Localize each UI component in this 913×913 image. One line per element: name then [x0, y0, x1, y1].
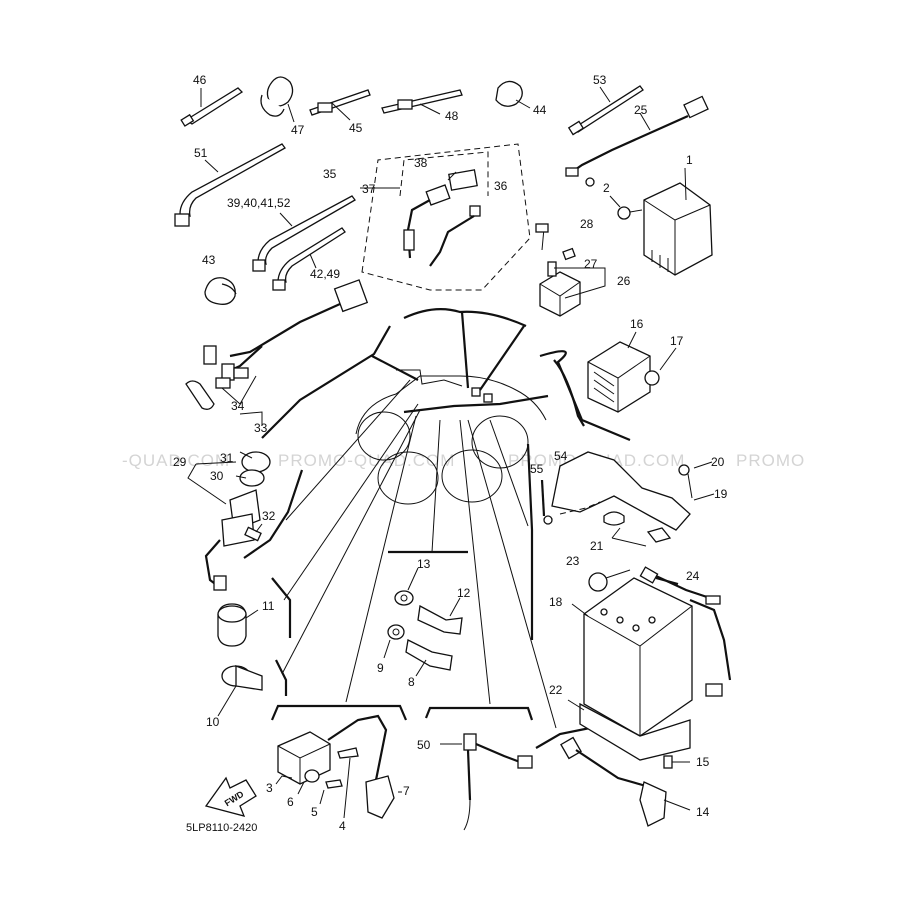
part-cap-23: [588, 569, 631, 592]
callout-53: 53: [593, 73, 607, 87]
part-speed-sensor-14: [560, 736, 691, 827]
callout-17: 17: [670, 334, 684, 348]
callout-18: 18: [549, 595, 563, 609]
callout-23: 23: [566, 554, 580, 568]
bracket-lines: [243, 307, 631, 749]
callout-20: 20: [711, 455, 725, 469]
callout-34: 34: [231, 399, 245, 413]
callout-50: 50: [417, 738, 431, 752]
callout-43: 43: [202, 253, 216, 267]
callout-27: 27: [584, 257, 598, 271]
part-group-35-37: [360, 143, 531, 291]
callout-29: 29: [173, 455, 187, 469]
callout-8: 8: [408, 675, 415, 689]
callout-3: 3: [266, 781, 273, 795]
callout-32: 32: [262, 509, 276, 523]
callout-48: 48: [445, 109, 459, 123]
callout-4: 4: [339, 819, 346, 833]
callout-24: 24: [686, 569, 700, 583]
part-battery-pad-22: [567, 699, 691, 761]
diagram-code: 5LP8110-2420: [186, 822, 257, 834]
callout-14: 14: [696, 805, 710, 819]
fwd-arrow: FWD: [204, 776, 257, 817]
callout-54: 54: [554, 449, 568, 463]
part-tie-48: [381, 89, 463, 115]
callout-22: 22: [549, 683, 563, 697]
part-ignition-coil-3: [275, 714, 402, 819]
callout-12: 12: [457, 586, 471, 600]
callout-9: 9: [377, 661, 384, 675]
part-main-switch-29: [187, 451, 271, 591]
part-switch-11: [217, 603, 259, 647]
watermark-right-b: PROMO: [736, 451, 805, 470]
callout-31: 31: [220, 451, 234, 465]
callout-16: 16: [630, 317, 644, 331]
part-relay-unit-1: [643, 167, 713, 276]
callout-45: 45: [349, 121, 363, 135]
part-bolt-2: [609, 195, 643, 220]
callout-2: 2: [603, 181, 610, 195]
part-tie-53: [567, 85, 644, 136]
callout-47: 47: [291, 123, 305, 137]
callout-51: 51: [194, 146, 208, 160]
part-clamp-44: [495, 80, 531, 109]
callout-labels: 46 47 45 48 44 53 25 1 51 35 37 38 36 2 …: [173, 73, 728, 833]
callout-55: 55: [530, 462, 544, 476]
part-rectifier-16: [587, 331, 677, 413]
part-sensors-8-13: [383, 567, 463, 677]
callout-11: 11: [262, 599, 275, 613]
part-ties-42-49: [272, 227, 346, 291]
callout-28: 28: [580, 217, 594, 231]
callout-33: 33: [254, 421, 268, 435]
callout-39-40-41-52: 39,40,41,52: [227, 196, 291, 210]
callout-44: 44: [533, 103, 547, 117]
callout-35: 35: [323, 167, 337, 181]
part-clamp-47: [260, 76, 295, 123]
callout-21: 21: [590, 539, 604, 553]
watermark: -QUAD.COM PROMO-QUAD.COM PROMO-QUAD.COM …: [122, 451, 805, 470]
callout-15: 15: [696, 755, 710, 769]
part-battery-18: [571, 566, 732, 737]
callout-13: 13: [417, 557, 431, 571]
part-lead-wire-25: [565, 95, 709, 187]
callout-42-49: 42,49: [310, 267, 340, 281]
part-sensor-10: [217, 665, 263, 717]
part-tie-51: [174, 143, 286, 227]
leader-lines: [281, 311, 585, 729]
part-tie-45: [309, 89, 371, 121]
part-clamp-43: [204, 277, 237, 305]
callout-5: 5: [311, 805, 318, 819]
callout-6: 6: [287, 795, 294, 809]
callout-38: 38: [414, 156, 428, 170]
callout-10: 10: [206, 715, 220, 729]
part-ties-39-52: [252, 195, 356, 272]
callout-1: 1: [686, 153, 693, 167]
watermark-middle: PROMO-QUAD.COM: [278, 451, 455, 470]
callout-36: 36: [494, 179, 508, 193]
callout-46: 46: [193, 73, 207, 87]
callout-26: 26: [617, 274, 631, 288]
callout-25: 25: [634, 103, 648, 117]
watermark-left: -QUAD.COM: [122, 451, 230, 470]
callout-19: 19: [714, 487, 728, 501]
part-lead-24: [655, 575, 721, 605]
part-sensor-50: [440, 733, 533, 831]
part-harness-33: [185, 279, 369, 426]
part-cable-tie-46: [180, 87, 244, 127]
callout-37: 37: [362, 182, 376, 196]
part-starter-relay-26: [535, 223, 606, 317]
part-bracket-19: [540, 451, 715, 547]
vehicle-sketch: [355, 369, 549, 505]
callout-30: 30: [210, 469, 224, 483]
callout-7: 7: [403, 784, 410, 798]
